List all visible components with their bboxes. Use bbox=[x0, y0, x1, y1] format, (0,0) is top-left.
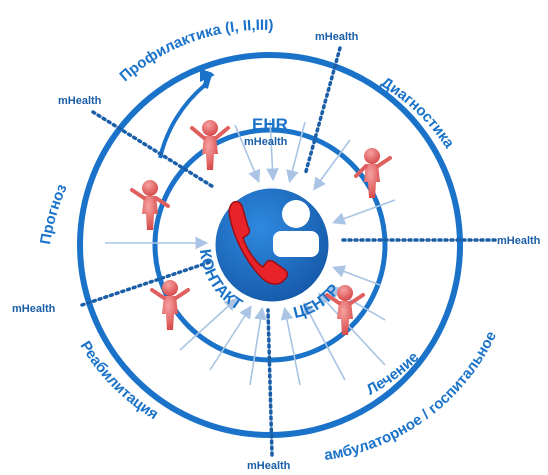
mhealth-label-right: mHealth bbox=[497, 235, 541, 247]
person-icon bbox=[130, 180, 170, 230]
prognosis-label: Прогноз bbox=[37, 182, 71, 246]
person-icon bbox=[150, 280, 190, 330]
mhealth-rays bbox=[80, 46, 497, 457]
flow-arrow bbox=[158, 83, 207, 159]
ehr-mhealth-label: mHealth bbox=[244, 136, 288, 148]
mhealth-label-left: mHealth bbox=[12, 303, 56, 315]
diagnostics-text: Диагностика bbox=[378, 74, 458, 152]
person-icon bbox=[190, 120, 230, 170]
treatment-text-2: амбулаторное / госпитальное bbox=[323, 329, 500, 464]
person-icon bbox=[354, 148, 392, 198]
user-icon bbox=[273, 200, 319, 257]
mhealth-label-top-left: mHealth bbox=[58, 95, 102, 107]
prognosis-text: Прогноз bbox=[37, 182, 71, 246]
phone-icon bbox=[228, 200, 289, 285]
mhealth-label-bottom: mHealth bbox=[247, 460, 291, 472]
rehabilitation-label: Реабилитация bbox=[77, 338, 162, 423]
outer-arrow-arc bbox=[202, 70, 213, 89]
mhealth-label-top: mHealth bbox=[315, 31, 359, 43]
ehr-label: EHR bbox=[252, 115, 288, 134]
prophylaxis-text: Профилактика (I, II,III) bbox=[116, 17, 273, 85]
diagnostics-label: Диагностика bbox=[378, 74, 458, 152]
prophylaxis-label: Профилактика (I, II,III) bbox=[116, 17, 273, 85]
person-icon bbox=[325, 285, 365, 335]
rehabilitation-text: Реабилитация bbox=[77, 338, 162, 423]
treatment-label-2: амбулаторное / госпитальное bbox=[323, 329, 500, 464]
